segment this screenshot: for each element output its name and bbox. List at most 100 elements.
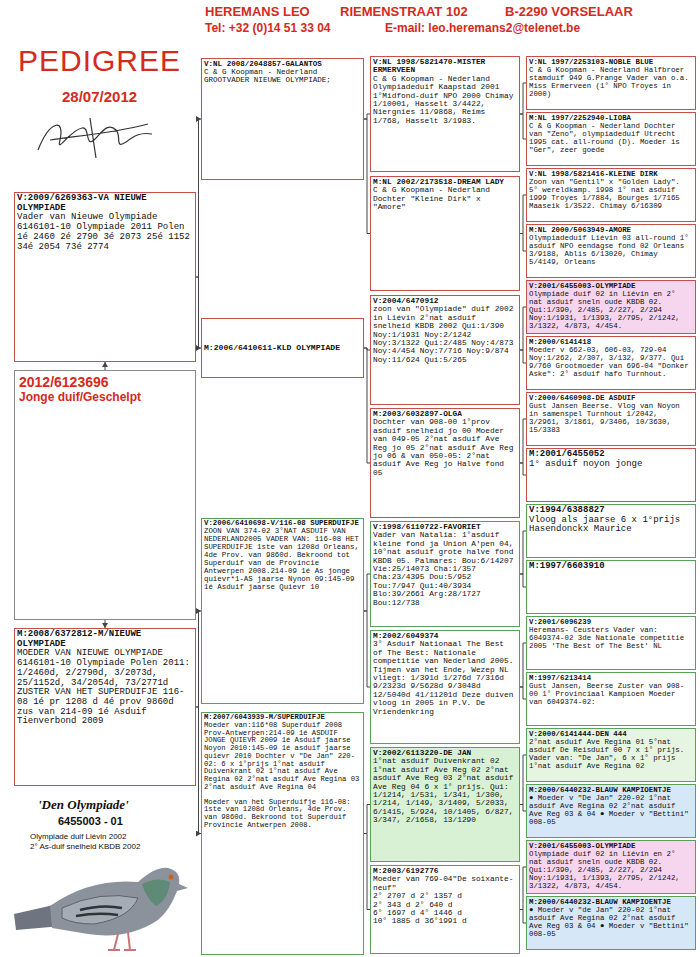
box-heading: M:2001/6455052 (529, 450, 693, 460)
pedigree-box: M:2006/6410611-KLD OLYMPIADE (201, 318, 364, 378)
pedigree-box: V:NL 1998/5821470-MISTER ERMERVEENC & G … (370, 56, 520, 172)
pigeon-wing (62, 896, 138, 924)
pedigree-box: M:NL 1997/2252940-LIOBAC & G Koopman - N… (526, 112, 696, 166)
pigeon-name: 'Den Olympiade' (38, 797, 129, 813)
header-email: E-mail: leo.heremans2@telenet.be (385, 21, 580, 35)
pedigree-box: M:2000/6440232-BLAUW KAMPIOENTJE● Moeder… (526, 784, 696, 838)
ring-number: 6455003 - 01 (58, 815, 123, 827)
box-heading: V:2000/6460908-DE ASDUIF (529, 394, 693, 402)
box-text: Moeder van het Superduifje 116-08: 1ste … (204, 799, 361, 830)
box-heading: M:NL 2000/5063949-AMORE (529, 226, 693, 234)
pigeon-note: Olympiade duif Liévin 2002 (30, 832, 127, 841)
box-heading: V:NL 1998/5821416-KLEINE DIRK (529, 170, 693, 178)
box-heading: M:2006/6410611-KLD OLYMPIADE (204, 344, 340, 353)
pedigree-box: M:2001/64550521° asduif noyon jonge (526, 448, 696, 502)
box-text: Olympiade duif 02 in Liévin en 2° nat as… (529, 290, 693, 330)
pedigree-box: V:1998/6110722-FAVORIETVader van Natalia… (370, 521, 520, 627)
box-text: Olympiade duif 02 in Liévin en 2° nat as… (529, 850, 693, 890)
box-heading: V:2002/6113220-DE JAN (373, 749, 517, 757)
pedigree-box: V:NL 2008/2048857-GALANTOSC & G Koopman … (201, 58, 364, 180)
box-text: 2° 2707 d 2° 1357 d (373, 892, 517, 900)
pedigree-box: M:NL 2000/5063949-AMOREOlympiadeduif Lié… (526, 224, 696, 278)
photo-box: 2012/6123696Jonge duif/Geschelpt (14, 370, 196, 620)
box-text: C & G Koopman - Nederland GROOTVADER NIE… (204, 68, 361, 84)
box-heading: M:2003/6192776 (373, 867, 517, 875)
box-heading: M:2003/6032897-OLGA (373, 410, 517, 418)
box-heading: V:2000/6141444-DEN 444 (529, 730, 693, 738)
neck-sheen (142, 879, 170, 906)
wing-bars (76, 906, 122, 916)
pedigree-box: V:2006/6410698-V/116-08 SUPERDUIFJEZOON … (201, 518, 364, 704)
signature-stroke (38, 118, 152, 158)
header-address: RIEMENSTRAAT 102 (340, 4, 468, 19)
box-text: C & G Koopman - Nederland Olympiadeduif … (373, 75, 517, 125)
box-heading: V:NL 2008/2048857-GALANTOS (204, 60, 361, 68)
pigeon-body (50, 868, 188, 936)
pedigree-box: V:2001/6455003-OLYMPIADEOlympiade duif 0… (526, 280, 696, 334)
pedigree-link (105, 362, 106, 370)
pigeon-legs (108, 932, 136, 950)
pedigree-box: M:2002/60493743° Asduif Nationaal The Be… (370, 630, 520, 744)
pedigree-box: V:2002/6113220-DE JAN1°nat asduif Duiven… (370, 747, 520, 862)
box-text: 10° 1885 d 36°1991 d (373, 917, 517, 925)
box-text: Dochter van 908-00 1°prov asduif snelhei… (373, 418, 517, 477)
box-text: MOEDER VAN NIEUWE OLYMPIADE 6146101-10 O… (17, 649, 193, 727)
pedigree-box: V:2009/6269363-VA NIEUWE OLYMPIADEVader … (14, 192, 196, 362)
box-heading: V:2001/6455003-OLYMPIADE (529, 282, 693, 290)
pedigree-date: 28/07/2012 (62, 88, 137, 105)
box-text: C & G Koopman - Nederland Dochter "Klein… (373, 186, 517, 211)
box-heading: M:NL 2002/2173518-DREAM LADY (373, 178, 517, 186)
box-text: 1°nat asduif Duivenkrant 02 1°nat asduif… (373, 757, 517, 824)
pedigree-box: V:2001/6455003-OLYMPIADEOlympiade duif 0… (526, 840, 696, 894)
box-text: Moeder v 662-03, 606-03, 729-04 Noy:1/26… (529, 346, 693, 378)
box-heading: M:2000/6440232-BLAUW KAMPIOENTJE (529, 898, 693, 906)
box-text: ● Moeder v "de Jan" 220-02 1°nat asduif … (529, 906, 693, 938)
pedigree-box: V:2000/6460908-DE ASDUIFGust Jansen Beer… (526, 392, 696, 446)
pedigree-box: V:NL 1997/2253103-NOBLE BLUEC & G Koopma… (526, 56, 696, 110)
box-heading: M:2000/6440232-BLAUW KAMPIOENTJE (529, 786, 693, 794)
header-name: HEREMANS LEO (205, 4, 310, 19)
pedigree-box: M:1997/6213414Gust Jansen, Beerse Zuster… (526, 672, 696, 726)
box-text: ● Moeder v "De Jan" 220-02 1°nat asduif … (529, 794, 693, 826)
header-phone: Tel: +32 (0)14 51 33 04 (205, 21, 331, 35)
pedigree-box: M:2008/6372812-M/NIEUWE OLYMPIADEMOEDER … (14, 628, 196, 786)
box-text: Moeder van 769-04"De soixante-neuf" (373, 875, 517, 892)
box-heading: V:2009/6269363-VA NIEUWE OLYMPIADE (17, 194, 193, 213)
header-city: B-2290 VORSELAAR (505, 4, 633, 19)
box-text: Olympiadeduif Liévin 03 all-round 1° asd… (529, 234, 693, 266)
box-heading: V:2004/6470912 (373, 297, 517, 305)
pigeon-eye (169, 875, 174, 880)
box-heading: 2012/6123696 (17, 372, 193, 390)
pedigree-box: M:2000/6141418Moeder v 662-03, 606-03, 7… (526, 336, 696, 390)
box-heading: M:NL 1997/2252940-LIOBA (529, 114, 693, 122)
pedigree-box: M:2003/6032897-OLGADochter van 908-00 1°… (370, 408, 520, 518)
pedigree-box: V:2001/6096239Heremans- Ceusters Vader v… (526, 616, 696, 670)
box-heading: V:2001/6455003-OLYMPIADE (529, 842, 693, 850)
box-text: ZOON VAN 374-02 3°NAT ASDUIF VAN NEDERLA… (204, 528, 361, 592)
pedigree-box: M:2003/6192776Moeder van 769-04"De soixa… (370, 865, 520, 954)
box-text: Heremans- Ceusters Vader van: 6049374-02… (529, 626, 693, 650)
box-text: Gust Jansen Beerse. Vlog van Noyon in sa… (529, 402, 693, 434)
pedigree-box: M:2007/6043939-M/SUPERDUIFJEMoeder van:1… (201, 712, 364, 955)
box-text: Moeder van:116*08 Superduif 2008 Prov-An… (204, 722, 361, 792)
box-heading: M:1997/6603910 (529, 562, 693, 572)
box-heading: M:1997/6213414 (529, 674, 693, 682)
box-text: Zoon van "Gentil" x "Golden Lady". 5° we… (529, 178, 693, 210)
box-text: 2°nat asduif Ave Regina 01 5°nat asduif … (529, 738, 693, 770)
box-text: Vloog als jaarse 6 x 1°prijs Hasendonckx… (529, 516, 693, 535)
box-text: C & G Koopman - Nederland Dochter van "Z… (529, 122, 693, 154)
box-heading: V:NL 1998/5821470-MISTER ERMERVEEN (373, 58, 517, 75)
box-heading: V:2001/6096239 (529, 618, 693, 626)
box-heading: M:2002/6049374 (373, 632, 517, 640)
pedigree-box: V:1994/6388827Vloog als jaarse 6 x 1°pri… (526, 504, 696, 558)
box-heading: M:2000/6141418 (529, 338, 693, 346)
box-text: 2° 343 d 2° 640 d (373, 901, 517, 909)
box-text: zoon van "Olympiade" duif 2002 in Liévin… (373, 305, 517, 364)
box-text: Gust Jansen, Beerse Zuster van 908-00 1°… (529, 682, 693, 706)
box-text: 6° 1697 d 4° 1446 d (373, 909, 517, 917)
pedigree-box: M:NL 2002/2173518-DREAM LADYC & G Koopma… (370, 176, 520, 291)
box-heading: V:1994/6388827 (529, 506, 693, 516)
pedigree-link (105, 620, 106, 628)
box-text: Jonge duif/Geschelpt (17, 390, 193, 405)
